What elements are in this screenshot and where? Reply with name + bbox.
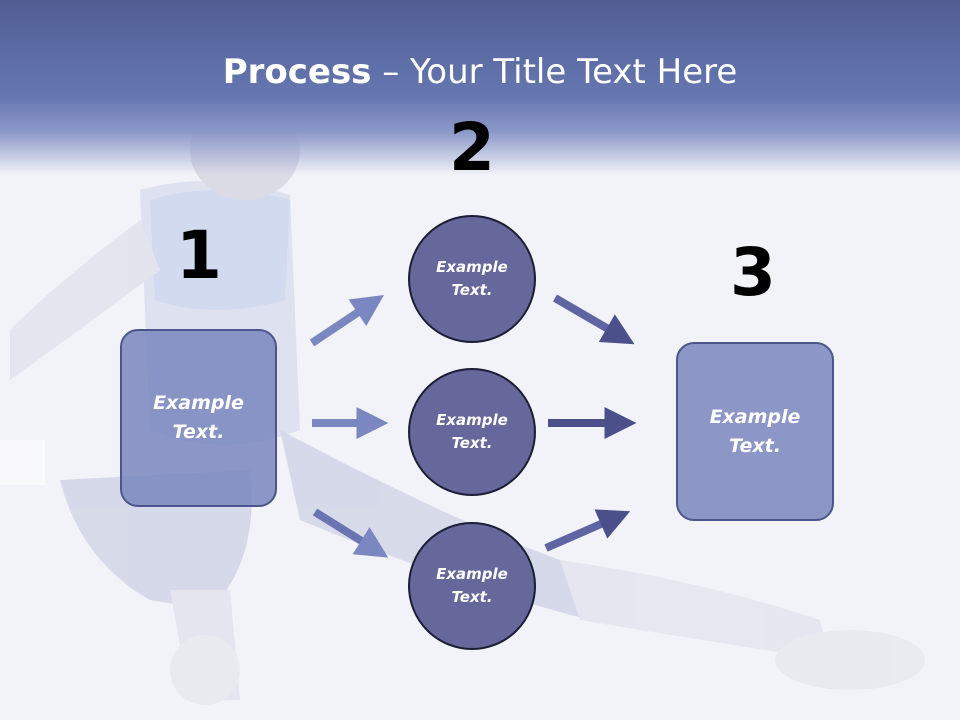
arrow-1-to-top [309, 295, 384, 347]
circle-bottom-line2: Text. [451, 588, 493, 606]
arrow-top-to-3 [552, 294, 635, 345]
step-number-1: 1 [176, 217, 222, 294]
title-bold: Process [222, 52, 372, 92]
circle-bottom-line1: Example [436, 565, 508, 583]
step-1-line2: Text. [172, 421, 225, 443]
circle-middle-line2: Text. [451, 434, 493, 452]
step-number-2: 2 [449, 109, 495, 186]
circle-middle-line1: Example [436, 411, 508, 429]
step-number-3: 3 [730, 234, 776, 311]
title-rest: – Your Title Text Here [371, 52, 738, 92]
arrow-1-to-bottom [312, 508, 389, 558]
title-bar [0, 0, 960, 175]
circle-top-line2: Text. [451, 281, 493, 299]
arrow-bottom-to-3 [544, 509, 631, 552]
step-1-line1: Example [153, 392, 244, 414]
step-3-line2: Text. [729, 434, 781, 457]
step-3-line1: Example [709, 405, 801, 428]
slide-title: Process – Your Title Text Here [0, 52, 960, 92]
circle-top-line1: Example [436, 258, 508, 276]
